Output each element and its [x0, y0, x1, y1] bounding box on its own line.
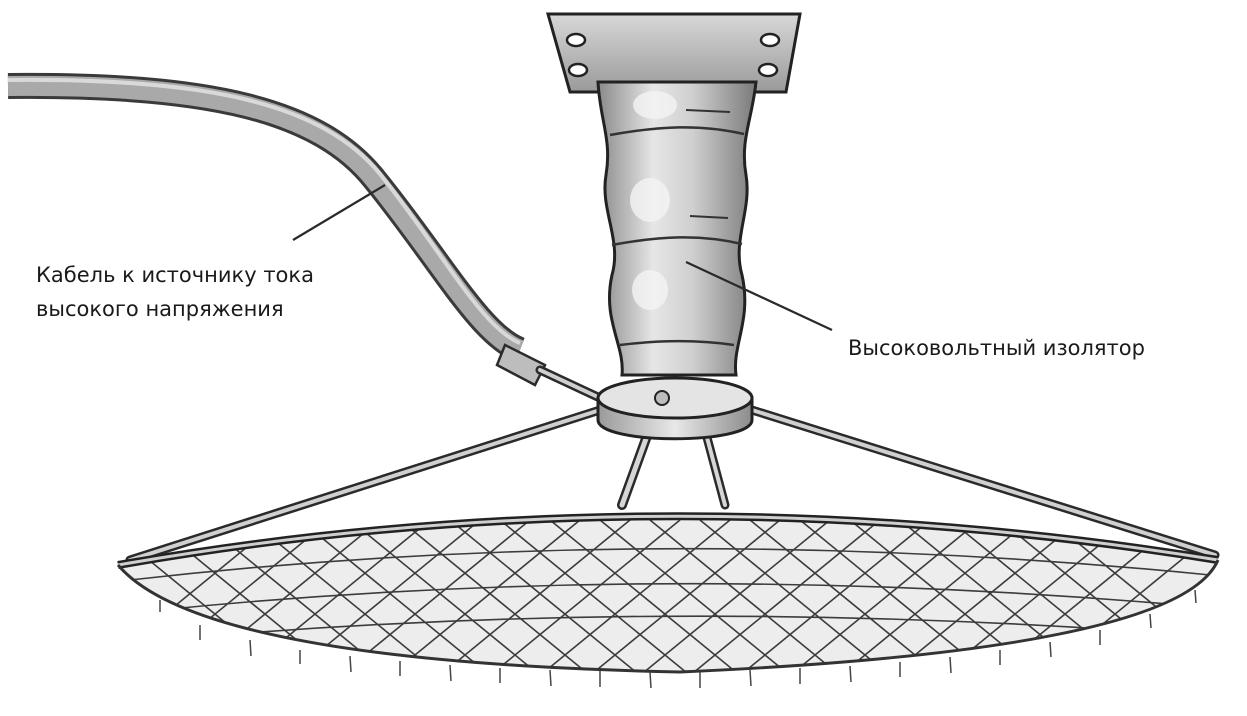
cable-label-line2: высокого напряжения [36, 292, 314, 326]
cable-label: Кабель к источнику тока высокого напряже… [36, 258, 314, 326]
insulator-label: Высоковольтный изолятор [848, 331, 1145, 365]
cable-label-line1: Кабель к источнику тока [36, 258, 314, 292]
high-voltage-insulator [598, 82, 756, 375]
mounting-plate [548, 14, 800, 92]
cable-leader-line [293, 185, 385, 240]
hub-collar [598, 378, 752, 439]
mesh-electrode-dish [60, 516, 1247, 700]
high-voltage-cable [8, 80, 600, 398]
